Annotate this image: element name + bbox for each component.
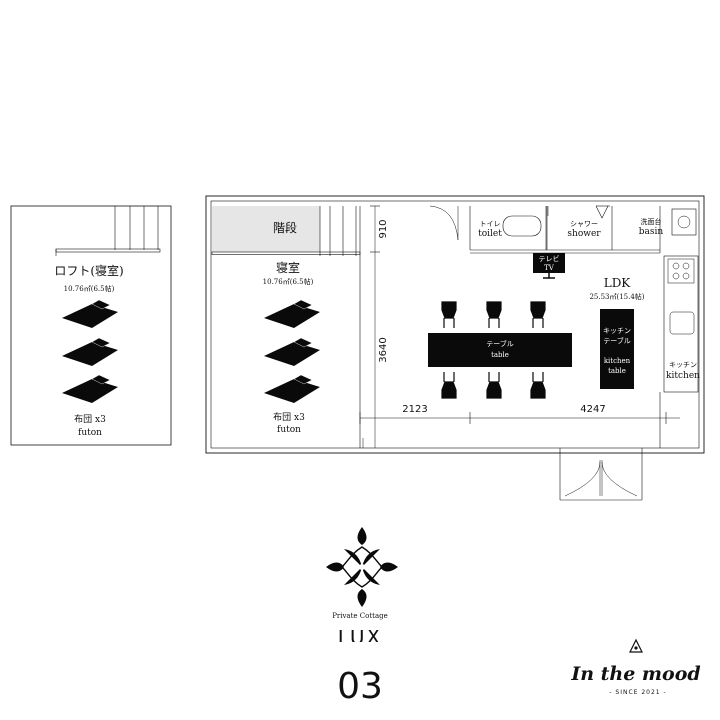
loft-panel: ロフト(寝室) 10.76㎡(6.5帖) 布団 x3 futon <box>10 205 172 446</box>
tv-label: テレビ <box>539 254 560 263</box>
logo-text: In the mood <box>570 663 700 685</box>
lux-emblem-icon <box>326 527 398 607</box>
futon-icon <box>62 374 118 403</box>
dimension-top-height: 910 <box>378 219 389 238</box>
kitchen-label: キッチン <box>669 361 697 369</box>
kitchen-table-label-en-2: table <box>608 367 626 375</box>
dining-table: テーブル table <box>428 333 572 367</box>
stairs-area <box>212 206 320 252</box>
brand-subtitle: Private Cottage <box>332 612 388 620</box>
in-the-mood-logo: In the mood - SINCE 2021 - <box>570 638 701 696</box>
table-label-en: table <box>491 351 509 359</box>
dimension-left-width: 2123 <box>402 404 427 415</box>
tv-icon: テレビ TV <box>533 253 565 279</box>
basin-label-en: basin <box>639 227 664 237</box>
brand-number: 03 <box>337 666 383 707</box>
kitchen-label-en: kitchen <box>666 371 700 381</box>
tv-label-en: TV <box>544 264 555 272</box>
dimension-right-width: 4247 <box>580 404 605 415</box>
brand-name: LUX <box>338 625 383 649</box>
bedroom-room: 寝室 10.76㎡(6.5帖) 布団 x3 futon <box>263 260 320 435</box>
ldk-title: LDK <box>604 276 632 290</box>
loft-title: ロフト(寝室) <box>54 263 123 278</box>
shower-label-en: shower <box>567 229 601 239</box>
bedroom-futon-label-en: futon <box>277 425 301 435</box>
futon-icon <box>264 299 320 328</box>
brand-name-wrap: LUX <box>338 625 383 649</box>
toilet-label-en: toilet <box>478 229 502 239</box>
futon-icon <box>62 337 118 366</box>
mountain-icon <box>629 638 643 653</box>
bedroom-area: 10.76㎡(6.5帖) <box>263 277 314 286</box>
kitchen-table-label-1: キッチン <box>603 327 631 335</box>
basin-label: 洗面台 <box>641 217 662 226</box>
stairs-label: 階段 <box>273 220 297 235</box>
kitchen-table: キッチン テーブル kitchen table <box>600 309 634 389</box>
kitchen-table-label-2: テーブル <box>603 336 631 345</box>
table-label: テーブル <box>486 339 514 348</box>
bedroom-futon-label: 布団 x3 <box>273 411 305 423</box>
loft-futon-label-en: futon <box>78 428 102 438</box>
futon-icon <box>62 299 118 328</box>
logo-since: - SINCE 2021 - <box>609 689 666 696</box>
dimension-main-height: 3640 <box>378 337 389 362</box>
ldk-area: 25.53㎡(15.4帖) <box>589 292 644 301</box>
loft-area: 10.76㎡(6.5帖) <box>64 284 115 293</box>
toilet-label: トイレ <box>480 220 501 228</box>
chair-icons-top <box>441 301 546 328</box>
chair-icons-bottom <box>441 372 546 399</box>
loft-futon-label: 布団 x3 <box>74 413 106 425</box>
main-floor <box>205 195 705 501</box>
shower-label: シャワー <box>570 220 598 228</box>
futon-icon <box>264 374 320 403</box>
bedroom-title: 寝室 <box>276 260 300 275</box>
kitchen-table-label-en-1: kitchen <box>604 357 631 365</box>
futon-icon <box>264 337 320 366</box>
